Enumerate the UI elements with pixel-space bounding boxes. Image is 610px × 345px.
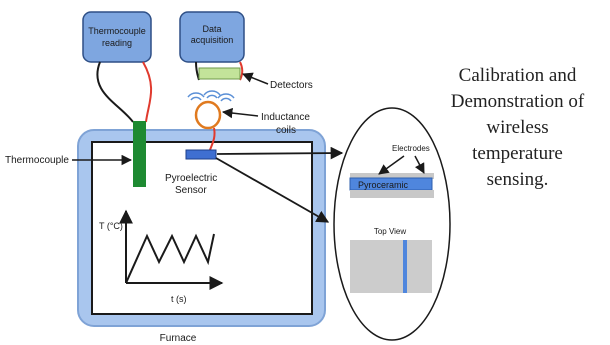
- data-acquisition-label-line1: Data: [202, 24, 221, 34]
- thermocouple-reading-label-line1: Thermocouple: [88, 26, 146, 36]
- graph-y-label: T (°C): [99, 221, 123, 231]
- caption-line-2: Demonstration of: [450, 91, 585, 112]
- top-view-plate: [350, 240, 432, 293]
- electrode-top-layer: [350, 173, 434, 179]
- thermocouple-wire-red: [142, 61, 153, 123]
- pyroelectric-sensor-label-line1: Pyroelectric: [165, 173, 217, 184]
- pyroceramic-label: Pyroceramic: [358, 180, 409, 190]
- thermocouple-reading-label-line2: reading: [102, 38, 132, 48]
- thermocouple-wire-black: [96, 61, 134, 123]
- data-acquisition-label-line2: acquisition: [191, 35, 234, 45]
- top-view-electrode-strip: [403, 240, 407, 293]
- inductance-coils-label-line2: coils: [276, 125, 296, 136]
- sensor-to-side-view-arrow: [216, 146, 344, 160]
- electrodes-arrow-right: [414, 155, 425, 174]
- detectors-arrow: [242, 72, 269, 85]
- caption: Calibration and Demonstration of wireles…: [430, 63, 605, 193]
- inductance-coils-arrow: [221, 107, 259, 119]
- pyroelectric-sensor: [185, 149, 217, 160]
- pyroelectric-sensor-label-line2: Sensor: [175, 185, 207, 196]
- electrode-bottom-layer: [350, 190, 434, 198]
- inductance-coils-label-line1: Inductance: [261, 112, 310, 123]
- top-view-label: Top View: [374, 227, 407, 236]
- detectors-label: Detectors: [270, 80, 313, 91]
- data-acquisition-box: [179, 11, 245, 63]
- electrodes-arrow-left: [378, 155, 405, 175]
- inductance-coil: [194, 100, 222, 130]
- coil-wire-red: [209, 127, 216, 151]
- electrodes-label: Electrodes: [392, 144, 430, 153]
- thermocouple-probe: [133, 121, 146, 187]
- thermocouple-label: Thermocouple: [5, 155, 69, 166]
- temperature-profile-line: [125, 233, 215, 284]
- caption-line-4: temperature: [472, 143, 563, 164]
- caption-line-5: sensing.: [486, 169, 549, 190]
- thermocouple-reading-box: [82, 11, 152, 63]
- wireless-signal-icon: [187, 90, 235, 102]
- caption-line-3: wireless: [486, 117, 549, 138]
- graph-x-label: t (s): [171, 294, 187, 304]
- sensor-to-top-view-arrow: [215, 157, 330, 223]
- caption-line-1: Calibration and: [458, 65, 577, 86]
- furnace-inner: [91, 141, 313, 315]
- furnace-label: Furnace: [160, 333, 197, 344]
- detector-bar: [198, 67, 241, 80]
